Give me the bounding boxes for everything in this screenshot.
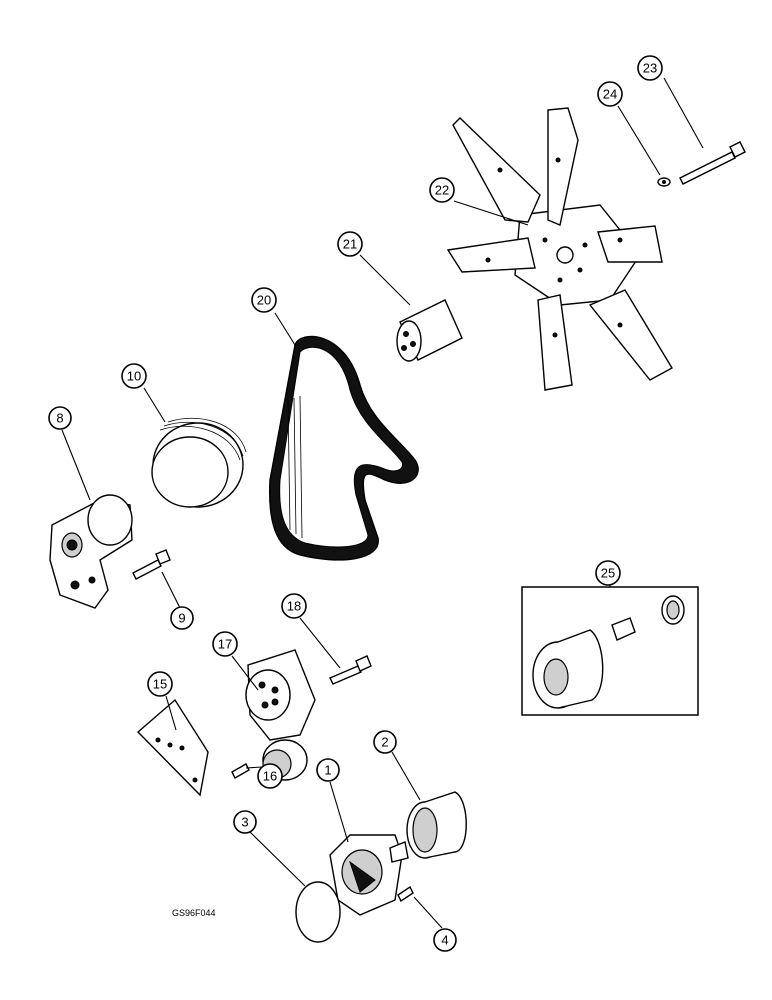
callout-15: 15 xyxy=(147,671,173,697)
callout-24: 24 xyxy=(597,81,623,107)
callout-16: 16 xyxy=(257,763,283,789)
capscrew-9-part xyxy=(132,549,171,580)
svg-text:3: 3 xyxy=(241,815,248,830)
tensioner-bracket-part xyxy=(49,494,133,609)
idler-pulley-kit-part xyxy=(521,586,699,716)
fan-spacer-part xyxy=(396,299,463,362)
svg-text:2: 2 xyxy=(381,735,388,750)
callout-17: 17 xyxy=(212,631,238,657)
svg-text:20: 20 xyxy=(257,293,271,308)
svg-text:18: 18 xyxy=(287,599,301,614)
capscrew-18-part xyxy=(329,655,372,685)
callout-3: 3 xyxy=(233,810,257,834)
svg-text:24: 24 xyxy=(603,87,617,102)
svg-text:16: 16 xyxy=(263,769,277,784)
pulley-part xyxy=(151,417,247,508)
callout-25: 25 xyxy=(595,560,621,586)
svg-text:1: 1 xyxy=(324,763,331,778)
callout-21: 21 xyxy=(337,231,363,257)
callout-1: 1 xyxy=(316,758,340,782)
svg-text:23: 23 xyxy=(643,61,657,76)
svg-text:22: 22 xyxy=(435,183,449,198)
svg-text:4: 4 xyxy=(441,933,448,948)
tensioner-assembly-part xyxy=(245,649,316,781)
callout-9: 9 xyxy=(170,606,194,630)
o-ring-part xyxy=(295,881,341,943)
svg-text:10: 10 xyxy=(127,369,141,384)
mounting-plate-part xyxy=(136,698,209,797)
svg-text:25: 25 xyxy=(601,566,615,581)
svg-text:21: 21 xyxy=(343,237,357,252)
svg-text:17: 17 xyxy=(218,637,232,652)
svg-text:8: 8 xyxy=(56,411,63,426)
water-pump-part xyxy=(329,834,409,916)
callout-20: 20 xyxy=(251,287,277,313)
figure-code: GS96F044 xyxy=(172,908,216,918)
svg-text:15: 15 xyxy=(153,677,167,692)
fan-bolt-part xyxy=(679,141,746,185)
washer-part xyxy=(657,177,671,187)
drive-belt-part xyxy=(268,335,419,561)
callout-23: 23 xyxy=(637,55,663,81)
callout-4: 4 xyxy=(433,928,457,952)
sleeve-part xyxy=(406,791,467,859)
screw-4-part xyxy=(397,885,414,903)
leader-lines xyxy=(61,77,704,929)
screw-16-part xyxy=(231,763,250,779)
callout-8: 8 xyxy=(48,406,72,430)
callout-2: 2 xyxy=(373,730,397,754)
svg-text:9: 9 xyxy=(178,611,185,626)
callout-22: 22 xyxy=(429,177,455,203)
callout-18: 18 xyxy=(281,593,307,619)
fan-part xyxy=(446,107,673,391)
callout-10: 10 xyxy=(121,363,147,389)
